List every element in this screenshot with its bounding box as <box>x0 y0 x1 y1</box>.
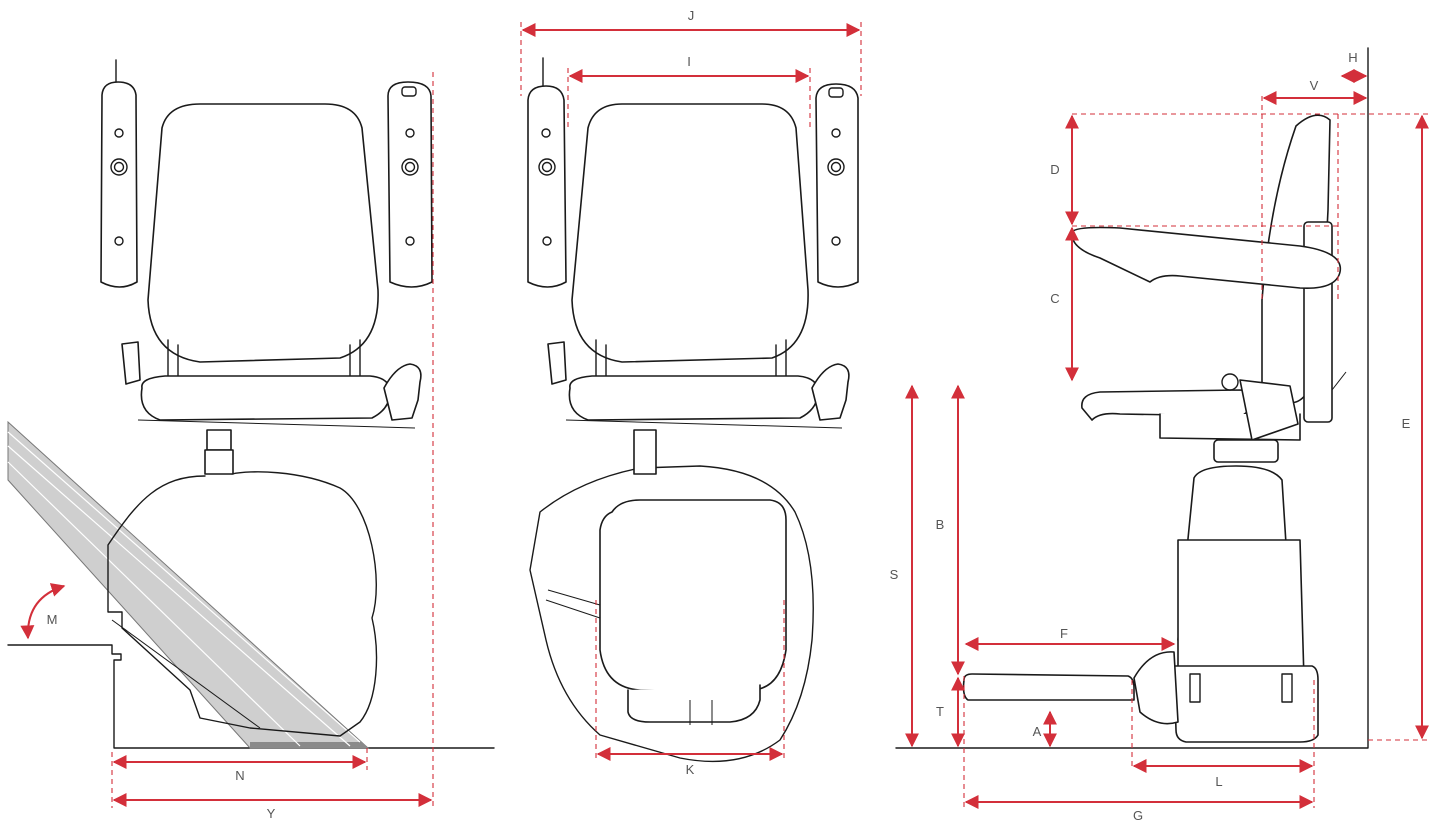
label-M: M <box>47 612 58 627</box>
seat-cushion <box>140 375 391 421</box>
seat-cushion-front <box>568 375 819 421</box>
label-T: T <box>936 704 944 719</box>
label-A: A <box>1033 724 1042 739</box>
right-armrest-front <box>815 83 859 288</box>
dimension-labels: J I K N Y M H V D C E S B T A F L G <box>47 8 1411 823</box>
label-E: E <box>1402 416 1411 431</box>
dim-M-arrow <box>20 583 66 640</box>
front-view-on-stairs <box>7 59 495 749</box>
left-armrest <box>100 59 138 288</box>
label-J: J <box>688 8 695 23</box>
right-armrest <box>387 81 433 288</box>
label-F: F <box>1060 626 1068 641</box>
stair-step-outline <box>7 644 495 749</box>
backrest <box>147 103 379 363</box>
dimension-arrows <box>20 23 1429 809</box>
label-B: B <box>936 517 945 532</box>
label-N: N <box>235 768 244 783</box>
floor-and-wall <box>895 47 1369 749</box>
swivel-column-front <box>633 429 657 475</box>
label-S: S <box>890 567 899 582</box>
label-Y: Y <box>267 806 276 821</box>
side-view <box>895 47 1369 749</box>
carriage-body <box>107 471 378 737</box>
footrest <box>962 673 1135 701</box>
label-L: L <box>1215 774 1222 789</box>
label-V: V <box>1310 78 1319 93</box>
carriage-body-front <box>529 465 814 763</box>
label-G: G <box>1133 808 1143 823</box>
swivel-column-side <box>1213 439 1279 463</box>
stair-rail <box>7 420 370 749</box>
label-H: H <box>1348 50 1357 65</box>
swivel-column <box>206 429 232 451</box>
label-C: C <box>1050 291 1059 306</box>
armrest-side <box>1071 226 1342 289</box>
backrest-front <box>571 103 809 363</box>
front-view <box>527 57 859 763</box>
label-K: K <box>686 762 695 777</box>
label-D: D <box>1050 162 1059 177</box>
label-I: I <box>687 54 691 69</box>
left-armrest-front <box>527 57 567 288</box>
